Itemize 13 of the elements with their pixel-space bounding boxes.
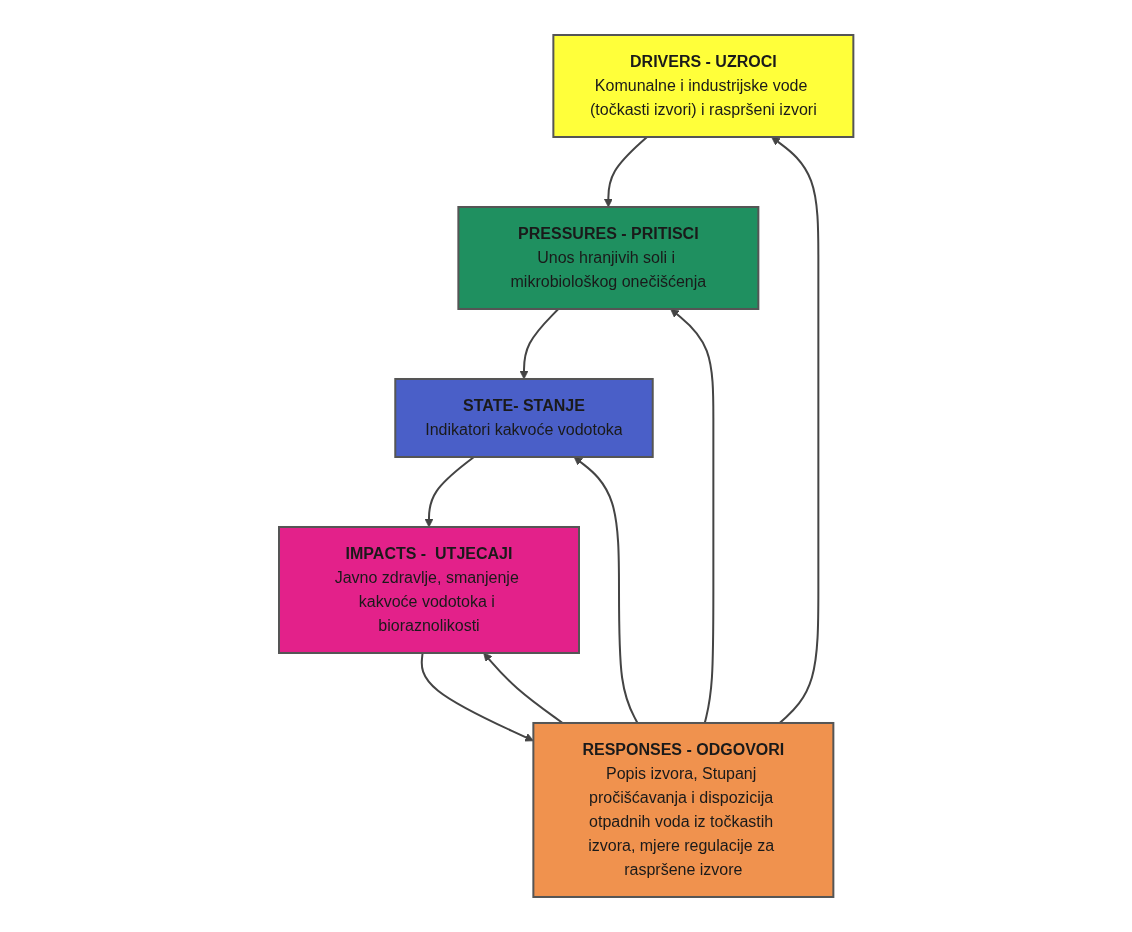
node-box: DRIVERS - UZROCI Komunalne i industrijske vode (točkasti izvori) i raspršeni izvori	[552, 34, 855, 138]
arrow	[670, 308, 715, 724]
arrow	[573, 456, 639, 724]
arrow	[420, 652, 534, 742]
node-box: STATE- STANJE Indikatori kakvoće vodotoka	[394, 378, 654, 458]
node-box: IMPACTS - UTJECAJI Javno zdravlje, smanjenje kakvoće vodotoka i bioraznolikosti	[277, 526, 580, 654]
arrow	[519, 308, 560, 380]
arrow	[424, 456, 475, 528]
node-box: RESPONSES - ODGOVORI Popis izvora, Stupanj pročišćavanja i dispozicija otpadnih voda iz točkastih izvora, mjere regulacije za raspršene izvore	[532, 722, 835, 898]
node-box: PRESSURES - PRITISCI Unos hranjivih soli i mikrobiološkog onečišćenja	[457, 206, 760, 310]
arrow	[483, 652, 564, 724]
arrow	[770, 136, 820, 724]
arrow	[603, 136, 648, 208]
